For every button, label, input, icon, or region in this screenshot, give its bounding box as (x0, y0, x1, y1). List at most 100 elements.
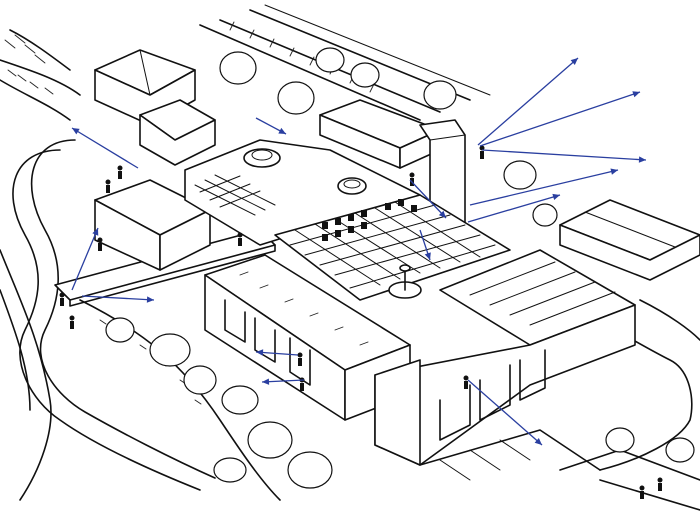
house-right-walls (559, 224, 700, 281)
trees-layer (105, 47, 695, 489)
person-12-head (237, 232, 243, 238)
courtyard-plate (274, 194, 511, 301)
person-9-body (298, 358, 302, 366)
bottom-right-plaza-2 (599, 479, 700, 511)
view-arrow-4 (469, 169, 619, 206)
person-7-head (463, 375, 469, 381)
lower-right-tower (374, 359, 421, 466)
view-arrow-head-6 (92, 228, 99, 236)
tree-3 (315, 47, 345, 73)
person-4-head (69, 315, 75, 321)
tree-14 (105, 317, 135, 343)
person-1-body (106, 185, 110, 193)
tree-6 (503, 160, 537, 190)
tree-1 (219, 51, 257, 85)
view-arrow-11 (467, 379, 543, 446)
view-arrow-3 (481, 149, 647, 161)
left-road-edge-3 (0, 289, 31, 411)
view-arrow-head-13 (262, 378, 270, 385)
tree-13 (213, 457, 247, 483)
house-2-walls (139, 114, 216, 166)
top-left-terrain-2 (0, 79, 71, 121)
view-arrow-1 (477, 57, 579, 146)
roof-drum-1-inner (251, 149, 273, 161)
window-11 (411, 205, 417, 212)
view-arrow-head-12 (256, 349, 264, 356)
person-6-body (480, 151, 484, 159)
view-arrow-head-10 (424, 252, 431, 260)
view-arrow-head-1 (570, 58, 578, 66)
person-10-body (640, 491, 644, 499)
window-2 (335, 218, 341, 225)
person-12-body (238, 238, 242, 246)
rail-track-4 (264, 4, 491, 96)
person-13-head (409, 172, 415, 178)
person-7-body (464, 381, 468, 389)
window-9 (385, 203, 391, 210)
left-road-edge-outer (12, 149, 201, 491)
window-6 (335, 230, 341, 237)
person-3-body (60, 298, 64, 306)
roof-drum-2-inner (343, 179, 361, 189)
view-arrow-head-3 (638, 156, 646, 163)
lower-right-roof-stripes (469, 261, 616, 326)
pitched-roof-houses (94, 49, 700, 281)
view-arrows-group (71, 57, 647, 446)
view-arrow-9 (409, 179, 447, 219)
tree-16 (665, 437, 695, 463)
view-arrow-head-11 (534, 437, 542, 445)
roof-drum-1 (243, 148, 281, 168)
bridge-side (69, 244, 276, 307)
person-9-head (297, 352, 303, 358)
person-5-body (98, 243, 102, 251)
window-1 (322, 222, 328, 229)
left-road-edge-inner (30, 139, 216, 479)
house-right-ridge (584, 211, 676, 248)
tree-5 (423, 80, 457, 110)
person-2-head (117, 165, 123, 171)
left-road-edge-2 (0, 249, 52, 501)
left-box-side (159, 209, 211, 271)
view-arrow-head-9 (438, 210, 446, 218)
view-arrow-14 (81, 295, 155, 301)
view-arrow-head-7 (72, 128, 80, 135)
person-1-head (105, 179, 111, 185)
person-5-head (97, 237, 103, 243)
lower-plaza-grid (439, 439, 531, 481)
person-3-head (59, 292, 65, 298)
top-left-hatching (4, 34, 54, 95)
view-arrow-7 (71, 127, 139, 169)
window-8 (361, 222, 367, 229)
person-11-head (657, 477, 663, 483)
view-arrow-head-2 (632, 91, 640, 98)
person-2-body (118, 171, 122, 179)
lower-plaza (419, 429, 601, 471)
rail-track-1 (199, 24, 421, 121)
central-complex (184, 139, 511, 301)
view-arrow-2 (479, 91, 641, 147)
tree-11 (247, 421, 293, 459)
tower-right-edge (429, 134, 466, 141)
tree-9 (183, 365, 217, 395)
view-arrow-6 (71, 227, 99, 291)
view-arrow-head-8 (278, 127, 286, 134)
lower-left-roof-hatch (239, 271, 369, 346)
window-4 (361, 210, 367, 217)
lower-right-block (374, 249, 636, 481)
roof-grid (194, 174, 276, 216)
tree-2 (277, 81, 315, 115)
person-6-head (479, 145, 485, 151)
view-arrow-head-5 (552, 193, 560, 201)
tree-12 (287, 451, 333, 489)
tree-10 (221, 385, 259, 415)
window-5 (322, 234, 328, 241)
tree-15 (605, 427, 635, 453)
tree-8 (149, 333, 191, 367)
top-left-terrain (0, 59, 81, 96)
person-10-head (639, 485, 645, 491)
window-7 (348, 226, 354, 233)
person-11-body (658, 483, 662, 491)
tree-7 (532, 203, 558, 227)
